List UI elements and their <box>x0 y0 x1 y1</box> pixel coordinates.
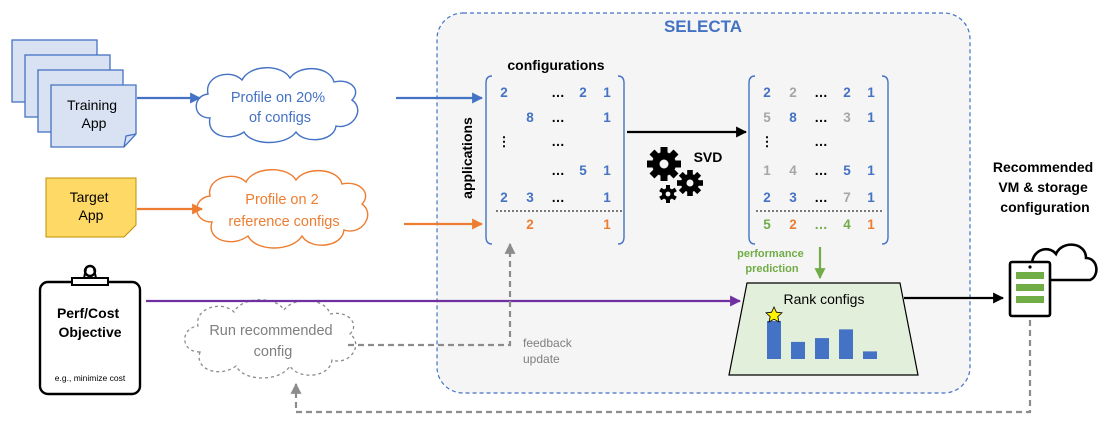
matrix-cell: 5 <box>579 163 587 178</box>
prediction-label: performance prediction <box>737 248 807 275</box>
cloud-profile-20 <box>195 67 359 144</box>
rank-bar <box>839 329 853 359</box>
rank-bar <box>767 321 781 359</box>
matrix-cell: 2 <box>789 85 797 100</box>
matrix-cell: 3 <box>843 110 851 125</box>
matrix-cell: … <box>814 190 828 205</box>
matrix-right-bracket-right <box>881 75 889 245</box>
matrix-right-cells: 2 2 … 2 1 5 8 … 3 1 ⋮ … 1 4 … 5 1 2 3 … … <box>760 85 875 232</box>
matrix-cell: … <box>551 134 565 149</box>
cloud-profile-20-text: Profile on 20% of configs <box>231 90 329 126</box>
server-cloud-icon <box>1008 243 1098 318</box>
star-icon <box>765 306 783 323</box>
matrix-cell: 2 <box>789 217 797 232</box>
matrix-cell: 2 <box>500 190 508 205</box>
matrix-cell: 1 <box>603 85 611 100</box>
matrix-cell: 2 <box>579 85 587 100</box>
matrix-cell: 1 <box>603 110 611 125</box>
matrix-cell: ⋮ <box>760 134 774 149</box>
recommended-label: Recommended VM & storage configuration <box>993 159 1097 215</box>
matrix-cell: 2 <box>763 85 771 100</box>
cloud-profile-2-text: Profile on 2 reference configs <box>228 192 339 230</box>
matrix-cell: 1 <box>867 217 875 232</box>
matrix-cell: ⋮ <box>497 134 511 149</box>
matrix-cell: 2 <box>763 190 771 205</box>
matrix-cell: 4 <box>789 163 797 178</box>
cloud-run-recommended <box>184 299 357 379</box>
matrix-cell: … <box>551 163 565 178</box>
objective-example: e.g., minimize cost <box>55 373 126 383</box>
arrow-feedback-loop <box>290 320 1032 414</box>
matrix-cell: 1 <box>603 190 611 205</box>
matrix-left-bracket-right <box>617 75 625 245</box>
rank-bar <box>815 338 829 359</box>
training-app-label: Training App <box>67 97 121 131</box>
matrix-cell: 1 <box>867 85 875 100</box>
rank-bars <box>767 321 877 359</box>
matrix-right-bracket-left <box>748 75 756 245</box>
matrix-cell: 1 <box>603 217 611 232</box>
matrix-cell: 1 <box>603 163 611 178</box>
rank-label: Rank configs <box>784 291 865 307</box>
cloud-profile-2 <box>196 169 369 249</box>
matrix-cell: 5 <box>763 110 771 125</box>
objective-clipboard <box>38 264 142 396</box>
target-app-note <box>45 177 137 238</box>
matrix-cell: … <box>551 110 565 125</box>
matrix-cell: 1 <box>763 163 771 178</box>
matrix-cell: 5 <box>843 163 851 178</box>
arrow-run-to-matrix <box>348 242 516 347</box>
matrix-cell: … <box>551 85 565 100</box>
svd-label: SVD <box>694 149 723 165</box>
matrix-cell: 8 <box>526 110 534 125</box>
matrix-left-bracket-left <box>485 75 493 245</box>
matrix-cell: … <box>814 163 828 178</box>
matrix-cell: … <box>551 190 565 205</box>
matrix-cell: 3 <box>526 190 534 205</box>
matrix-cell: 1 <box>867 190 875 205</box>
matrix-cell: 1 <box>867 163 875 178</box>
matrix-row-label: applications <box>459 117 475 199</box>
matrix-cell: 4 <box>843 217 851 232</box>
training-app-pages <box>11 39 137 148</box>
feedback-label: feedback update <box>523 336 575 366</box>
cloud-run-recommended-text: Run recommended config <box>209 323 336 360</box>
matrix-cell: 3 <box>789 190 797 205</box>
matrix-cell: … <box>814 217 828 232</box>
target-app-label: Target App <box>70 189 113 223</box>
matrix-col-label: configurations <box>507 57 604 73</box>
matrix-cell: 2 <box>500 85 508 100</box>
matrix-cell: 1 <box>867 110 875 125</box>
matrix-cell: … <box>814 85 828 100</box>
rank-bar <box>863 351 877 359</box>
matrix-cell: 7 <box>843 190 851 205</box>
matrix-cell: 2 <box>843 85 851 100</box>
matrix-left-cells: 2 … 2 1 8 … 1 ⋮ … … 5 1 2 3 … 1 2 1 <box>497 85 611 232</box>
matrix-cell: … <box>814 134 828 149</box>
matrix-cell: … <box>814 110 828 125</box>
objective-label: Perf/Cost Objective <box>57 305 123 340</box>
matrix-cell: 2 <box>526 217 534 232</box>
selecta-title: SELECTA <box>664 17 742 36</box>
matrix-cell: 8 <box>789 110 797 125</box>
rank-bar <box>791 341 805 359</box>
matrix-cell: 5 <box>763 217 771 232</box>
gears-icon <box>647 147 703 203</box>
